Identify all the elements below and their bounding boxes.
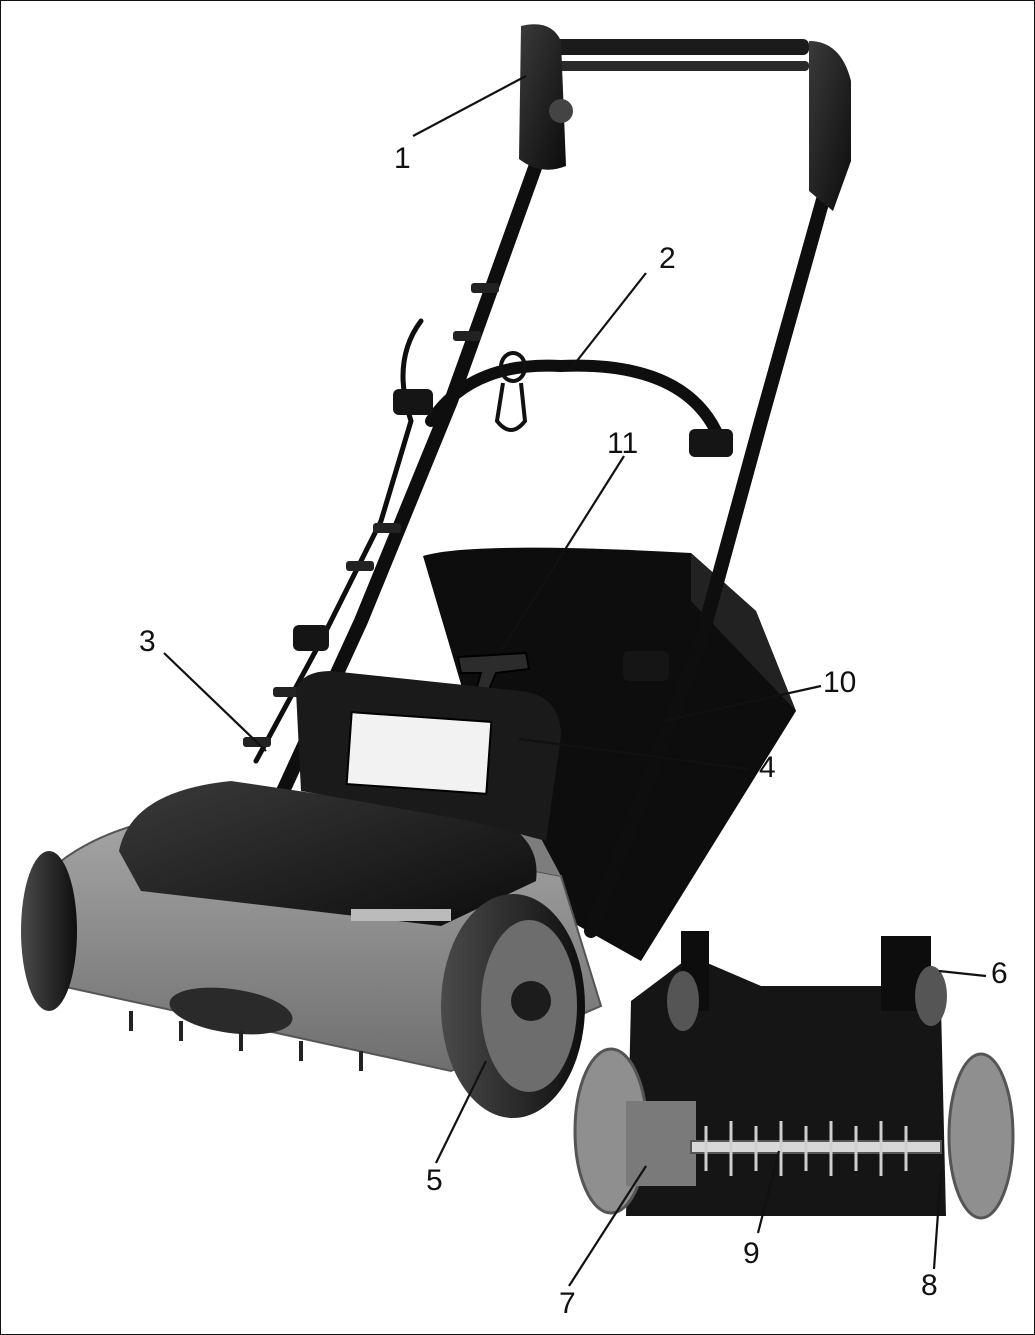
top-handle: [519, 24, 851, 211]
cable-clips: [243, 283, 499, 747]
cord-hook: [494, 351, 528, 432]
handle-knobs: [293, 389, 733, 681]
callout-8-9-label-9: 9: [743, 1237, 760, 1270]
wheel-right: [441, 894, 585, 1118]
callout-10: 10: [823, 666, 857, 699]
callout-11: 11: [607, 427, 639, 460]
callout-3: 3: [139, 625, 156, 658]
callout-8: 8: [921, 1269, 938, 1302]
callout-1: 1: [394, 142, 411, 175]
callout-5: 5: [426, 1164, 443, 1197]
underside-inset: [573, 931, 1015, 1220]
wheel-left: [21, 851, 77, 1011]
callout-7: 7: [559, 1287, 576, 1320]
tines: [129, 1011, 363, 1071]
callout-4: 4: [759, 751, 776, 784]
leader-lines: [163, 75, 987, 1287]
callout-2: 2: [659, 242, 676, 275]
callout-6: 6: [991, 957, 1008, 990]
